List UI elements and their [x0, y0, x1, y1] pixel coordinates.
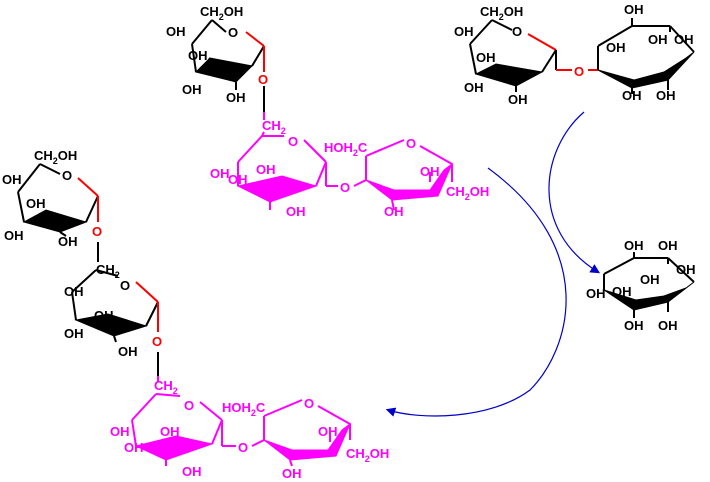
reaction-arrow-large — [385, 167, 567, 417]
ring-oxygen-label: O — [512, 24, 522, 39]
oh-label: OH — [420, 164, 440, 179]
oh-label: OH — [26, 196, 46, 211]
oh-label: OH — [464, 80, 484, 95]
oh-label: OH — [160, 424, 180, 439]
raffinose-galactose-ring — [191, 19, 265, 112]
oh-label: OH — [182, 464, 202, 479]
oh-label: OH — [282, 466, 302, 481]
ring-oxygen-label: O — [120, 278, 130, 293]
ring-oxygen-label: O — [288, 134, 298, 149]
raffinose-glucose-ring — [236, 112, 367, 210]
stachyose-fructose-ring — [263, 399, 352, 467]
galactinol-inositol-ring — [597, 18, 695, 94]
oh-label: OH — [318, 424, 338, 439]
oh-label: OH — [476, 50, 496, 65]
ch2oh-label: CH2OH — [480, 4, 523, 22]
ch2oh-label: CH2OH — [346, 446, 389, 464]
oh-label: OH — [384, 204, 404, 219]
oh-label: OH — [4, 228, 24, 243]
oh-label: OH — [508, 92, 528, 107]
oh-label: OH — [226, 90, 246, 105]
oh-label: OH — [118, 344, 138, 359]
oh-label: OH — [454, 24, 474, 39]
glycosidic-oxygen-label: O — [340, 180, 350, 195]
oh-label: OH — [286, 204, 306, 219]
oh-label: OH — [158, 444, 178, 459]
oh-label: OH — [612, 284, 632, 299]
hoh2c-label: HOH2C — [324, 140, 368, 158]
ring-oxygen-label: O — [228, 25, 238, 40]
oh-label: OH — [124, 440, 144, 455]
stachyose-galactose-ring-1 — [17, 163, 99, 237]
galactinol-galactose-ring — [469, 19, 598, 92]
oh-label: OH — [228, 172, 248, 187]
stachyose-glucose-ring — [131, 376, 265, 466]
reaction-arrow-release — [548, 111, 601, 274]
ch2oh-label: CH2OH — [446, 184, 489, 202]
oh-label: OH — [624, 238, 644, 253]
oh-label: OH — [256, 162, 276, 177]
oh-label: OH — [58, 234, 78, 249]
ch2-label: CH2 — [154, 378, 178, 396]
glycosidic-oxygen-label: O — [574, 64, 584, 79]
oh-label: OH — [260, 186, 280, 201]
oh-label: OH — [2, 172, 22, 187]
oh-label: OH — [94, 308, 114, 323]
oh-label: OH — [674, 32, 694, 47]
oh-label: OH — [658, 318, 678, 333]
oh-label: OH — [182, 82, 202, 97]
oh-label: OH — [64, 326, 84, 341]
raffinose-fructose-ring — [365, 139, 454, 211]
oh-label: OH — [606, 40, 626, 55]
ch2oh-label: CH2OH — [200, 4, 243, 22]
ring-oxygen-label: O — [184, 398, 194, 413]
galactinol-molecule: CH2OH O OH OH OH OH O OH OH OH OH OH OH — [454, 2, 695, 107]
myo-inositol-molecule: OH OH OH OH OH OH OH OH — [586, 238, 696, 333]
ch2-label: CH2 — [262, 118, 286, 136]
ch2oh-label: CH2OH — [34, 148, 77, 166]
oh-label: OH — [210, 166, 230, 181]
ring-oxygen-label: O — [406, 136, 416, 151]
inositol-ring — [603, 252, 695, 318]
stachyose-molecule: CH2OH O OH OH OH OH O CH2 O OH OH OH OH … — [2, 148, 389, 481]
ring-oxygen-label: O — [62, 168, 72, 183]
oh-label: OH — [110, 424, 130, 439]
oh-label: OH — [64, 284, 84, 299]
ring-oxygen-label: O — [304, 396, 314, 411]
oh-label: OH — [676, 262, 696, 277]
oh-label: OH — [624, 2, 644, 17]
oh-label: OH — [188, 48, 208, 63]
oh-label: OH — [656, 88, 676, 103]
hoh2c-label: HOH2C — [222, 400, 266, 418]
glycosidic-oxygen-label: O — [152, 334, 162, 349]
oh-label: OH — [624, 318, 644, 333]
glycosidic-oxygen-label: O — [92, 224, 102, 239]
glycosidic-oxygen-label: O — [258, 72, 268, 87]
oh-label: OH — [640, 272, 660, 287]
glycosidic-oxygen-label: O — [238, 440, 248, 455]
stachyose-galactose-ring-2 — [71, 242, 159, 376]
oh-label: OH — [166, 24, 186, 39]
oh-label: OH — [658, 238, 678, 253]
ch2-label: CH2 — [96, 262, 120, 280]
raffinose-molecule: CH2OH O OH OH OH OH O CH2 O OH OH OH OH … — [166, 4, 489, 219]
oh-label: OH — [622, 88, 642, 103]
oh-label: OH — [648, 32, 668, 47]
oh-label: OH — [586, 286, 606, 301]
